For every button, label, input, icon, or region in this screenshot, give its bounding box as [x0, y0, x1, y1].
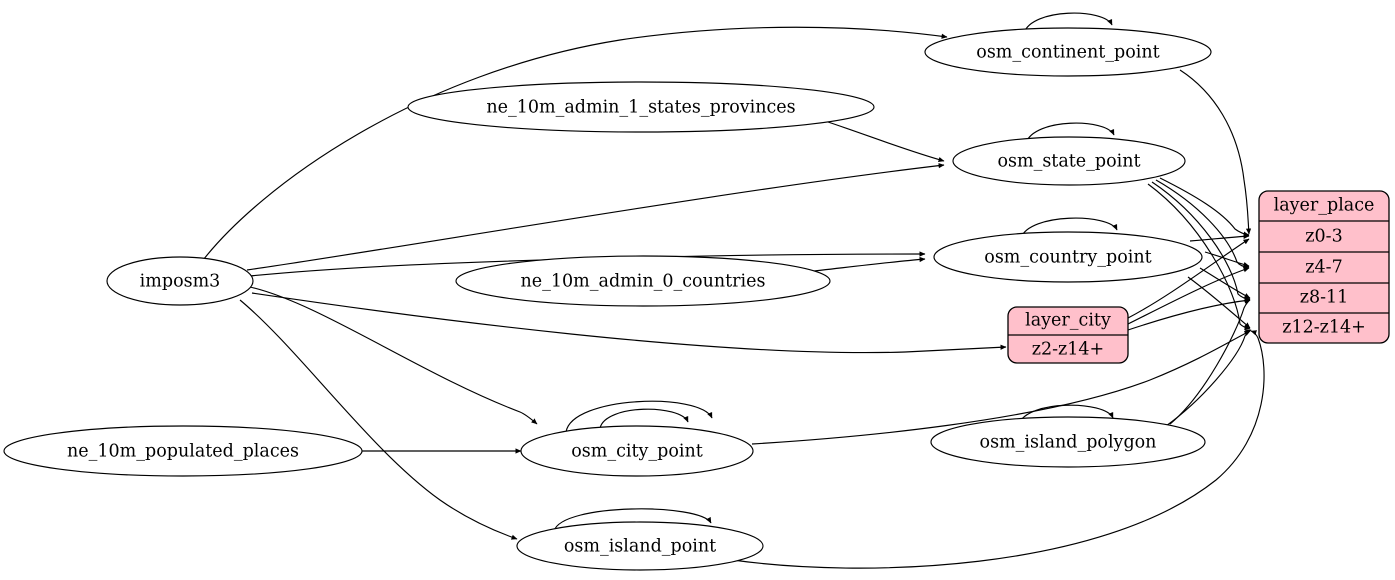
edge-osm-state-point-to-z0-3	[1159, 177, 1250, 237]
self-loop-osm-country-point	[1020, 217, 1118, 239]
node-ne-10m-admin-1-states-provinces[interactable]: ne_10m_admin_1_states_provinces	[407, 81, 875, 133]
edge-ne-states-to-osm-state-point	[827, 121, 945, 163]
edge-osm-country-point-to-z12-z14	[1187, 276, 1251, 329]
self-loop-osm-island-point	[553, 508, 712, 532]
edge-osm-country-point-to-z4-7	[1204, 251, 1250, 268]
self-loop-osm-island-polygon	[1018, 404, 1114, 425]
self-loop-osm-continent-point	[1023, 12, 1113, 34]
edge-imposm3-to-layer-city	[251, 292, 1007, 354]
edge-layer-city-to-z8-11	[1127, 297, 1251, 331]
edge-layer	[199, 12, 1265, 569]
edge-ne-countries-to-osm-country-point	[804, 256, 926, 273]
node-osm-city-point[interactable]: osm_city_point	[520, 425, 754, 477]
edge-imposm3-to-osm-state-point	[246, 163, 945, 271]
node-ne-10m-populated-places[interactable]: ne_10m_populated_places	[3, 425, 363, 477]
edge-osm-continent-point-to-z0-3	[1179, 69, 1252, 235]
node-osm-continent-point[interactable]: osm_continent_point	[924, 27, 1212, 77]
edge-layer-city-to-z0-3	[1127, 238, 1250, 319]
edge-osm-country-point-to-z0-3	[1189, 233, 1250, 242]
node-osm-island-point[interactable]: osm_island_point	[516, 521, 764, 571]
node-ne-10m-admin-0-countries[interactable]: ne_10m_admin_0_countries	[455, 255, 831, 307]
node-layer: imposm3 ne_10m_admin_1_states_provinces …	[3, 27, 1212, 571]
edge-imposm3-to-osm-city-point	[249, 286, 538, 425]
self-loop-osm-state-point	[1025, 122, 1115, 144]
node-osm-country-point[interactable]: osm_country_point	[933, 231, 1203, 283]
edge-osm-city-point-to-z12-z14	[751, 330, 1251, 445]
edge-osm-island-polygon-to-z8-11	[1169, 299, 1251, 425]
node-imposm3[interactable]: imposm3	[106, 256, 254, 306]
record-layer-city[interactable]: layer_city z2-z14+	[1007, 306, 1129, 364]
edge-layer-city-to-z4-7	[1127, 267, 1250, 325]
self-loop-osm-city-point-inner	[599, 408, 689, 429]
edge-osm-island-point-to-z12-z14	[732, 330, 1265, 569]
edge-imposm3-to-osm-continent-point	[199, 26, 948, 265]
record-layer-place[interactable]: layer_place z0-3 z4-7 z8-11 z12-z14+	[1258, 190, 1390, 344]
edge-osm-country-point-to-z8-11	[1199, 267, 1251, 299]
self-loop-osm-city-point-outer	[565, 400, 713, 433]
node-osm-state-point[interactable]: osm_state_point	[952, 136, 1186, 186]
edge-imposm3-to-osm-island-point	[239, 299, 518, 540]
node-osm-island-polygon[interactable]: osm_island_polygon	[930, 416, 1206, 468]
